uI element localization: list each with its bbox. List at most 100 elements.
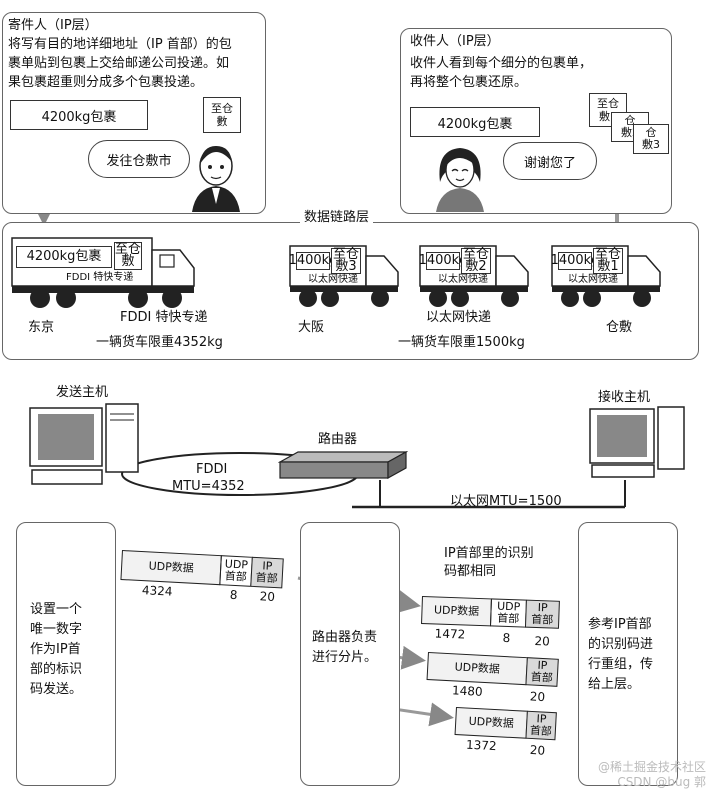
truck-small-2-tag: 至仓 敷2 bbox=[461, 248, 491, 274]
frag3-ip-header: IP 首部 bbox=[525, 710, 557, 741]
frag2-len-data: 1480 bbox=[451, 683, 483, 699]
receiver-package: 4200kg包裹 bbox=[410, 107, 540, 137]
same-id-line-2: 码都相同 bbox=[444, 564, 497, 579]
truck-small-3-tag: 至仓 敷3 bbox=[331, 248, 361, 274]
sender-title: 寄件人（IP层） bbox=[8, 18, 98, 33]
frag2-ip-header: IP 首部 bbox=[525, 657, 559, 687]
route2-limit: 一辆货车限重1500kg bbox=[398, 335, 525, 350]
route2-name: 以太网快递 bbox=[424, 308, 494, 327]
truck-small-1-tag: 至仓 敷1 bbox=[593, 248, 623, 274]
truck-small-1-tag-a: 至仓 bbox=[594, 247, 621, 262]
sender-speech: 发往仓敷市 bbox=[88, 140, 190, 178]
receiver-tag-1: 至仓 敷1 bbox=[589, 93, 627, 127]
frag3-len-ip: 20 bbox=[529, 742, 546, 758]
frag3-udp-data: UDP数据 bbox=[454, 707, 528, 739]
router-label: 路由器 bbox=[318, 432, 358, 447]
receiver-tag-3-a: 仓 bbox=[645, 126, 657, 139]
datalink-title: 数据链路层 bbox=[300, 208, 374, 227]
same-id-line-1: IP首部里的识别 bbox=[444, 546, 534, 561]
truck-large-tag-b: 敷 bbox=[121, 254, 135, 269]
orig-len-data: 4324 bbox=[141, 583, 173, 599]
orig-ip-header: IP 首部 bbox=[250, 556, 284, 589]
truck-large-side: FDDI 特快专递 bbox=[66, 272, 134, 283]
recv-host-computer-icon bbox=[586, 405, 686, 481]
left-text-1: 设置一个 bbox=[30, 602, 83, 617]
left-text-2: 唯一数字 bbox=[30, 622, 83, 637]
truck-small-3-tag-b: 敷3 bbox=[335, 259, 357, 274]
sender-label-line-2: 數 bbox=[216, 115, 228, 128]
truck-small-2-tag-a: 至仓 bbox=[462, 247, 489, 262]
frag1-ip-header: IP 首部 bbox=[524, 599, 560, 629]
right-text-4: 给上层。 bbox=[588, 677, 641, 692]
left-text-5: 码发送。 bbox=[30, 682, 83, 697]
sender-process-panel bbox=[16, 522, 116, 786]
receiver-process-text: 参考IP首部 的识别码进 行重组，传 给上层。 bbox=[588, 615, 653, 695]
city-kurashiki: 仓敷 bbox=[606, 320, 633, 335]
receiver-title: 收件人（IP层） bbox=[410, 34, 500, 49]
router-icon bbox=[277, 450, 409, 482]
fddi-mtu-label: MTU=4352 bbox=[172, 479, 245, 494]
truck-small-2-cargo: 1400kg bbox=[418, 252, 468, 270]
frag1-len-udp: 8 bbox=[502, 630, 511, 646]
receiver-tag-2-a: 仓 bbox=[624, 114, 636, 127]
truck-small-1-cargo: 1400kg bbox=[550, 252, 600, 270]
eth-mtu-label: 以太网MTU=1500 bbox=[450, 494, 562, 509]
truck-small-3-tag-a: 至仓 bbox=[332, 247, 359, 262]
city-osaka: 大阪 bbox=[298, 320, 325, 335]
sender-label: 至仓 數 bbox=[203, 97, 241, 133]
sender-line-3: 果包裹超重则分成多个包裹投递。 bbox=[8, 75, 204, 90]
right-text-1: 参考IP首部 bbox=[588, 617, 652, 632]
truck-small-1-side: 以太网快递 bbox=[568, 274, 618, 285]
orig-udp-header: UDP 首部 bbox=[219, 555, 253, 587]
orig-len-udp: 8 bbox=[229, 587, 238, 603]
watermark: @稀土掘金技术社区 CSDN @bug 郭 bbox=[556, 760, 706, 790]
receiver-process-panel bbox=[578, 522, 678, 786]
truck-small-2-side: 以太网快递 bbox=[438, 274, 488, 285]
sender-process-text: 设置一个 唯一数字 作为IP首 部的标识 码发送。 bbox=[30, 600, 82, 700]
truck-large-tag-a: 至仓 bbox=[115, 242, 142, 257]
truck-large-tag: 至仓 敷 bbox=[114, 242, 142, 270]
truck-small-3-side: 以太网快递 bbox=[308, 274, 358, 285]
truck-small-3-cargo: 1400kg bbox=[288, 252, 338, 270]
frag1-len-ip: 20 bbox=[534, 633, 551, 649]
sender-package: 4200kg包裹 bbox=[10, 100, 148, 130]
receiver-tag-1-a: 至仓 bbox=[597, 97, 619, 110]
orig-len-ip: 20 bbox=[259, 589, 276, 605]
frag1-udp-data: UDP数据 bbox=[421, 596, 492, 627]
truck-large-cargo: 4200kg包裹 bbox=[16, 246, 112, 268]
receiver-tag-3-b: 敷3 bbox=[642, 138, 660, 151]
send-host-label: 发送主机 bbox=[56, 385, 109, 400]
sender-line-2: 裹单贴到包裹上交给邮递公司投递。如 bbox=[8, 56, 230, 71]
route1-name: FDDI 特快专递 bbox=[118, 308, 210, 327]
sender-line-1: 将写有目的地详细地址（IP 首部）的包 bbox=[8, 37, 232, 52]
fddi-label: FDDI bbox=[196, 462, 228, 477]
watermark-line-2: CSDN @bug 郭 bbox=[617, 775, 706, 789]
route1-limit: 一辆货车限重4352kg bbox=[96, 335, 223, 350]
right-text-2: 的识别码进 bbox=[588, 637, 654, 652]
same-id-note: IP首部里的识别 码都相同 bbox=[444, 545, 534, 581]
receiver-line-1: 收件人看到每个细分的包裹单， bbox=[410, 56, 593, 71]
frag2-udp-data: UDP数据 bbox=[426, 652, 528, 686]
frag1-udp-header: UDP 首部 bbox=[489, 598, 527, 628]
left-text-3: 作为IP首 bbox=[30, 642, 81, 657]
send-host-computer-icon bbox=[26, 402, 140, 488]
frag2-len-ip: 20 bbox=[529, 689, 546, 705]
frag3-len-data: 1372 bbox=[465, 737, 497, 754]
receiver-speech: 谢谢您了 bbox=[503, 142, 597, 180]
mid-text-2: 进行分片。 bbox=[312, 650, 378, 665]
truck-small-1-tag-b: 敷1 bbox=[597, 259, 619, 274]
left-text-4: 部的标识 bbox=[30, 662, 83, 677]
receiver-tag-3: 仓 敷3 bbox=[633, 124, 669, 154]
sender-label-line-1: 至仓 bbox=[211, 102, 233, 115]
right-text-3: 行重组，传 bbox=[588, 657, 654, 672]
router-process-panel bbox=[300, 522, 400, 786]
mid-text-1: 路由器负责 bbox=[312, 630, 378, 645]
orig-udp-data: UDP数据 bbox=[120, 550, 222, 586]
recv-host-label: 接收主机 bbox=[598, 390, 651, 405]
truck-small-2-tag-b: 敷2 bbox=[465, 259, 487, 274]
router-process-text: 路由器负责 进行分片。 bbox=[312, 628, 377, 668]
sender-person-icon bbox=[188, 140, 244, 212]
receiver-person-icon bbox=[430, 142, 490, 212]
receiver-line-2: 再将整个包裹还原。 bbox=[410, 75, 528, 90]
watermark-line-1: @稀土掘金技术社区 bbox=[597, 760, 706, 774]
